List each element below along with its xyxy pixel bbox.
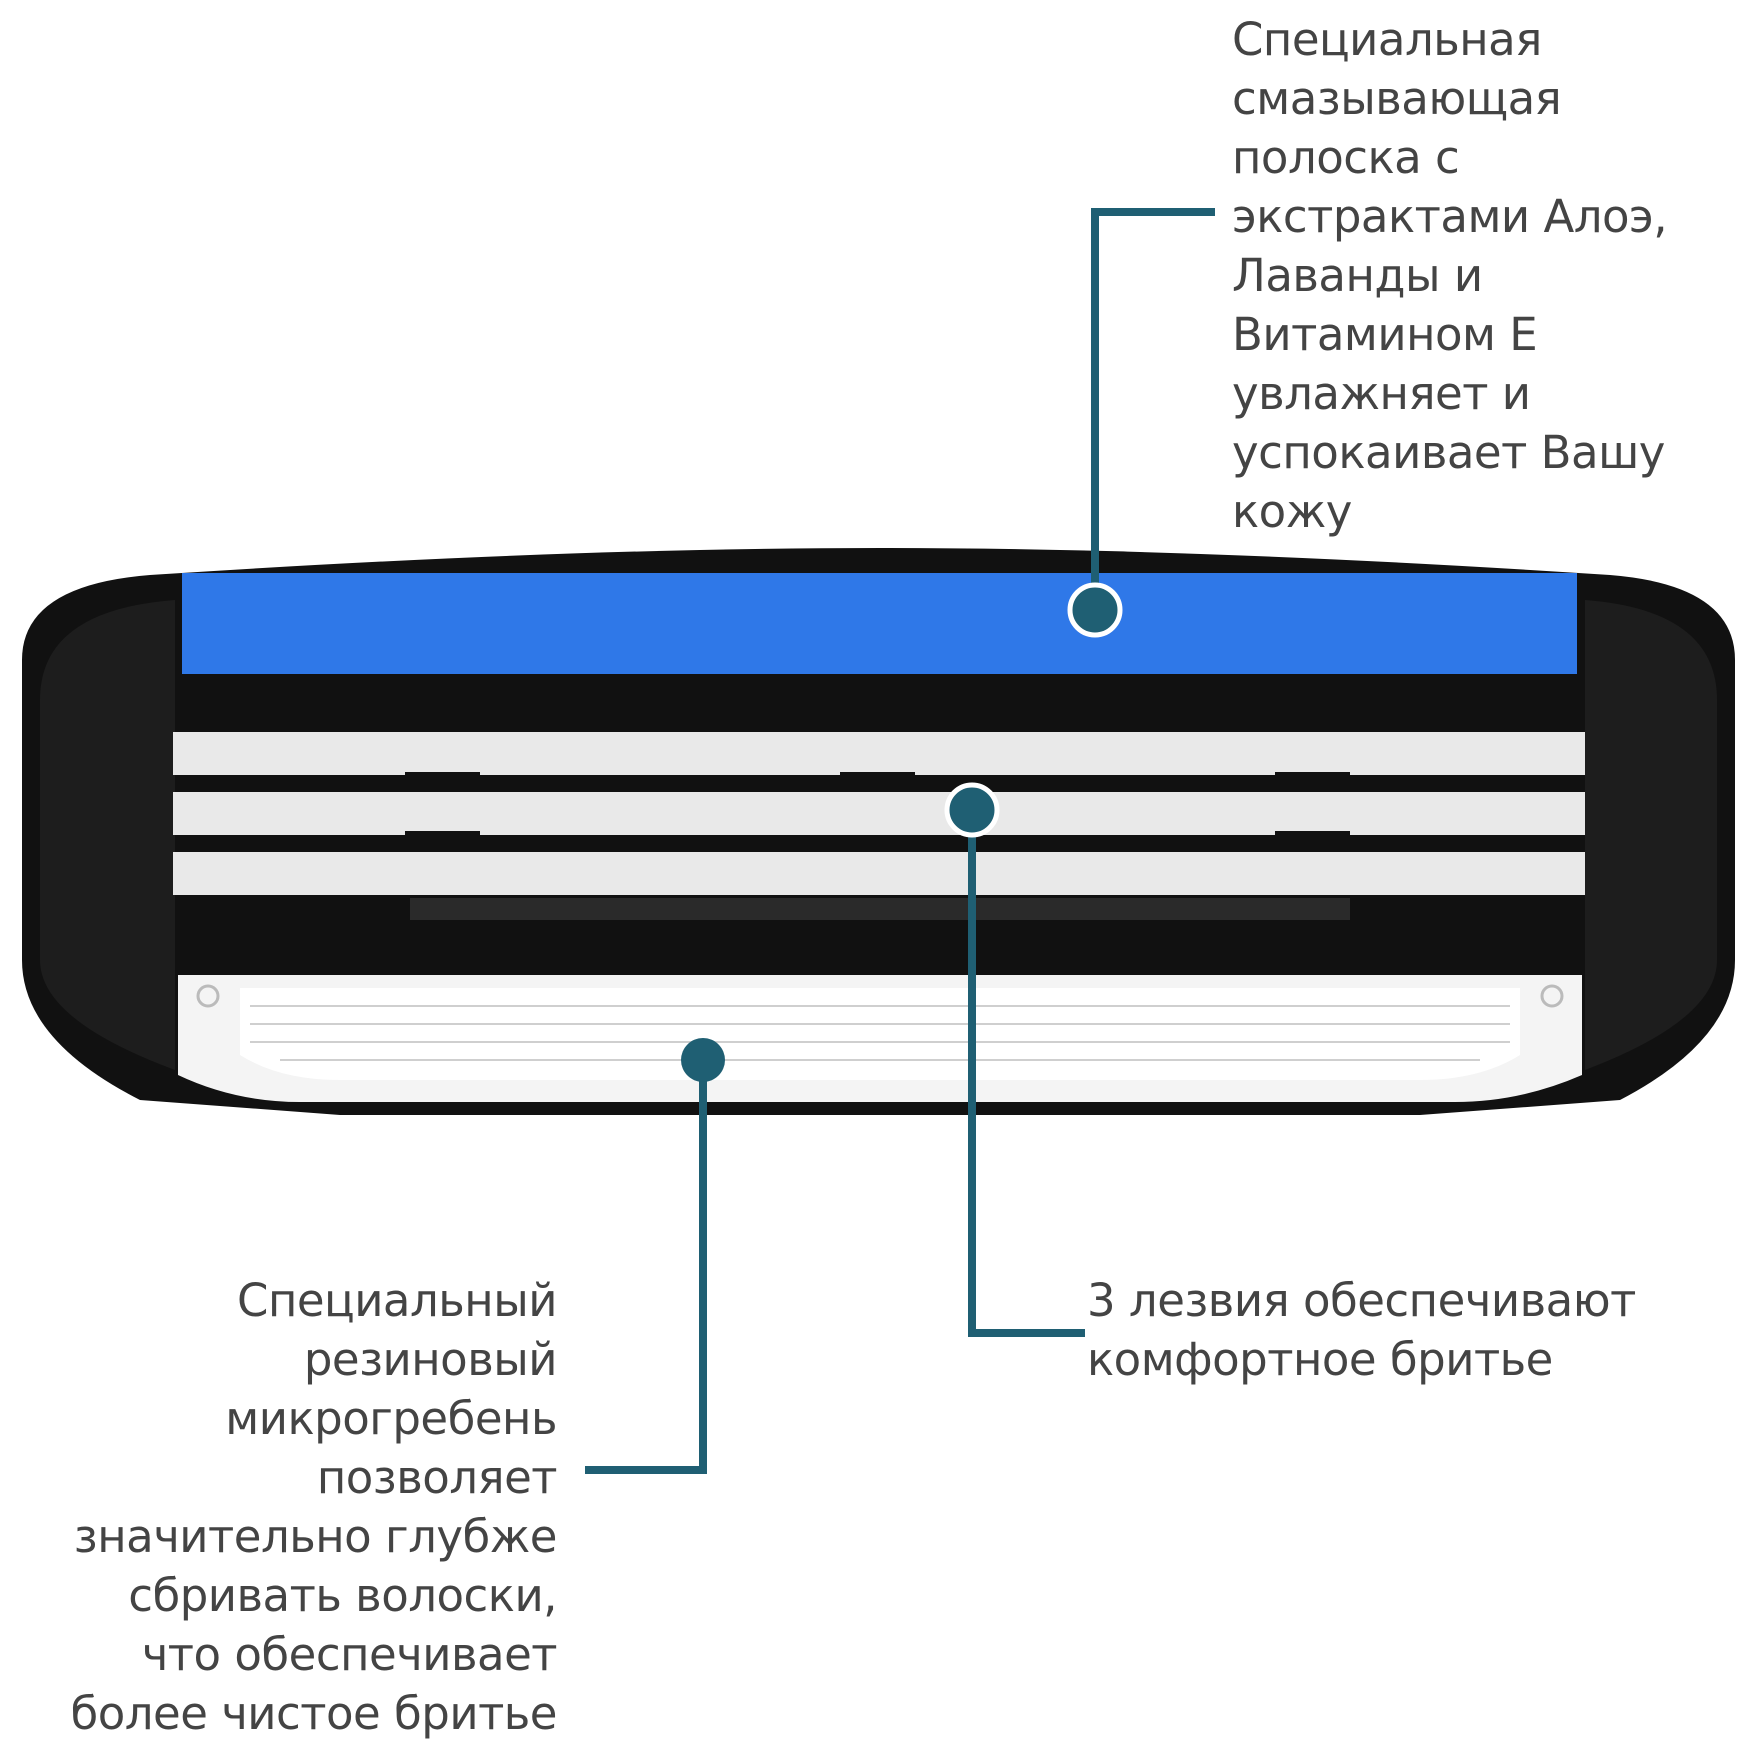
blade-slot xyxy=(410,898,1350,920)
cartridge-left-cap xyxy=(40,600,175,1070)
callout-blades: 3 лезвия обеспечивают комфортное бритье xyxy=(1087,1271,1636,1389)
callout-line: микрогребень xyxy=(70,1389,557,1448)
callout-lubricating-strip: Специальная смазывающая полоска с экстра… xyxy=(1232,10,1667,541)
blade-clip xyxy=(840,772,915,784)
cartridge-right-cap xyxy=(1585,600,1717,1070)
callout-comb: Специальный резиновый микрогребень позво… xyxy=(70,1271,557,1743)
blade-3 xyxy=(173,852,1585,895)
callout-line: полоска с xyxy=(1232,128,1667,187)
comb-inner xyxy=(240,988,1520,1080)
blade-clip xyxy=(405,772,480,784)
callout-line: сбривать волоски, xyxy=(70,1566,557,1625)
marker-dot-blades xyxy=(947,785,997,835)
marker-dot-strip xyxy=(1070,585,1120,635)
callout-line: значительно глубже xyxy=(70,1507,557,1566)
callout-line: кожу xyxy=(1232,482,1667,541)
callout-line: экстрактами Алоэ, xyxy=(1232,187,1667,246)
callout-line: позволяет xyxy=(70,1448,557,1507)
blade-1 xyxy=(173,732,1585,775)
callout-line: увлажняет и xyxy=(1232,364,1667,423)
callout-line: Лаванды и xyxy=(1232,246,1667,305)
blade-clip xyxy=(1275,772,1350,784)
callout-line: резиновый xyxy=(70,1330,557,1389)
callout-line: 3 лезвия обеспечивают xyxy=(1087,1271,1636,1330)
callout-line: смазывающая xyxy=(1232,69,1667,128)
callout-line: более чистое бритье xyxy=(70,1684,557,1743)
blade-2 xyxy=(173,792,1585,835)
callout-line: что обеспечивает xyxy=(70,1625,557,1684)
blade-clip xyxy=(405,831,480,843)
callout-line: успокаивает Вашу xyxy=(1232,423,1667,482)
callout-line-comb xyxy=(585,1060,703,1470)
lubricating-strip xyxy=(182,573,1577,674)
callout-line: комфортное бритье xyxy=(1087,1330,1636,1389)
callout-line: Специальный xyxy=(70,1271,557,1330)
callout-line: Специальная xyxy=(1232,10,1667,69)
callout-line-strip xyxy=(1095,212,1215,610)
marker-dot-comb xyxy=(681,1038,725,1082)
callout-line: Витамином Е xyxy=(1232,305,1667,364)
blade-clip xyxy=(1275,831,1350,843)
